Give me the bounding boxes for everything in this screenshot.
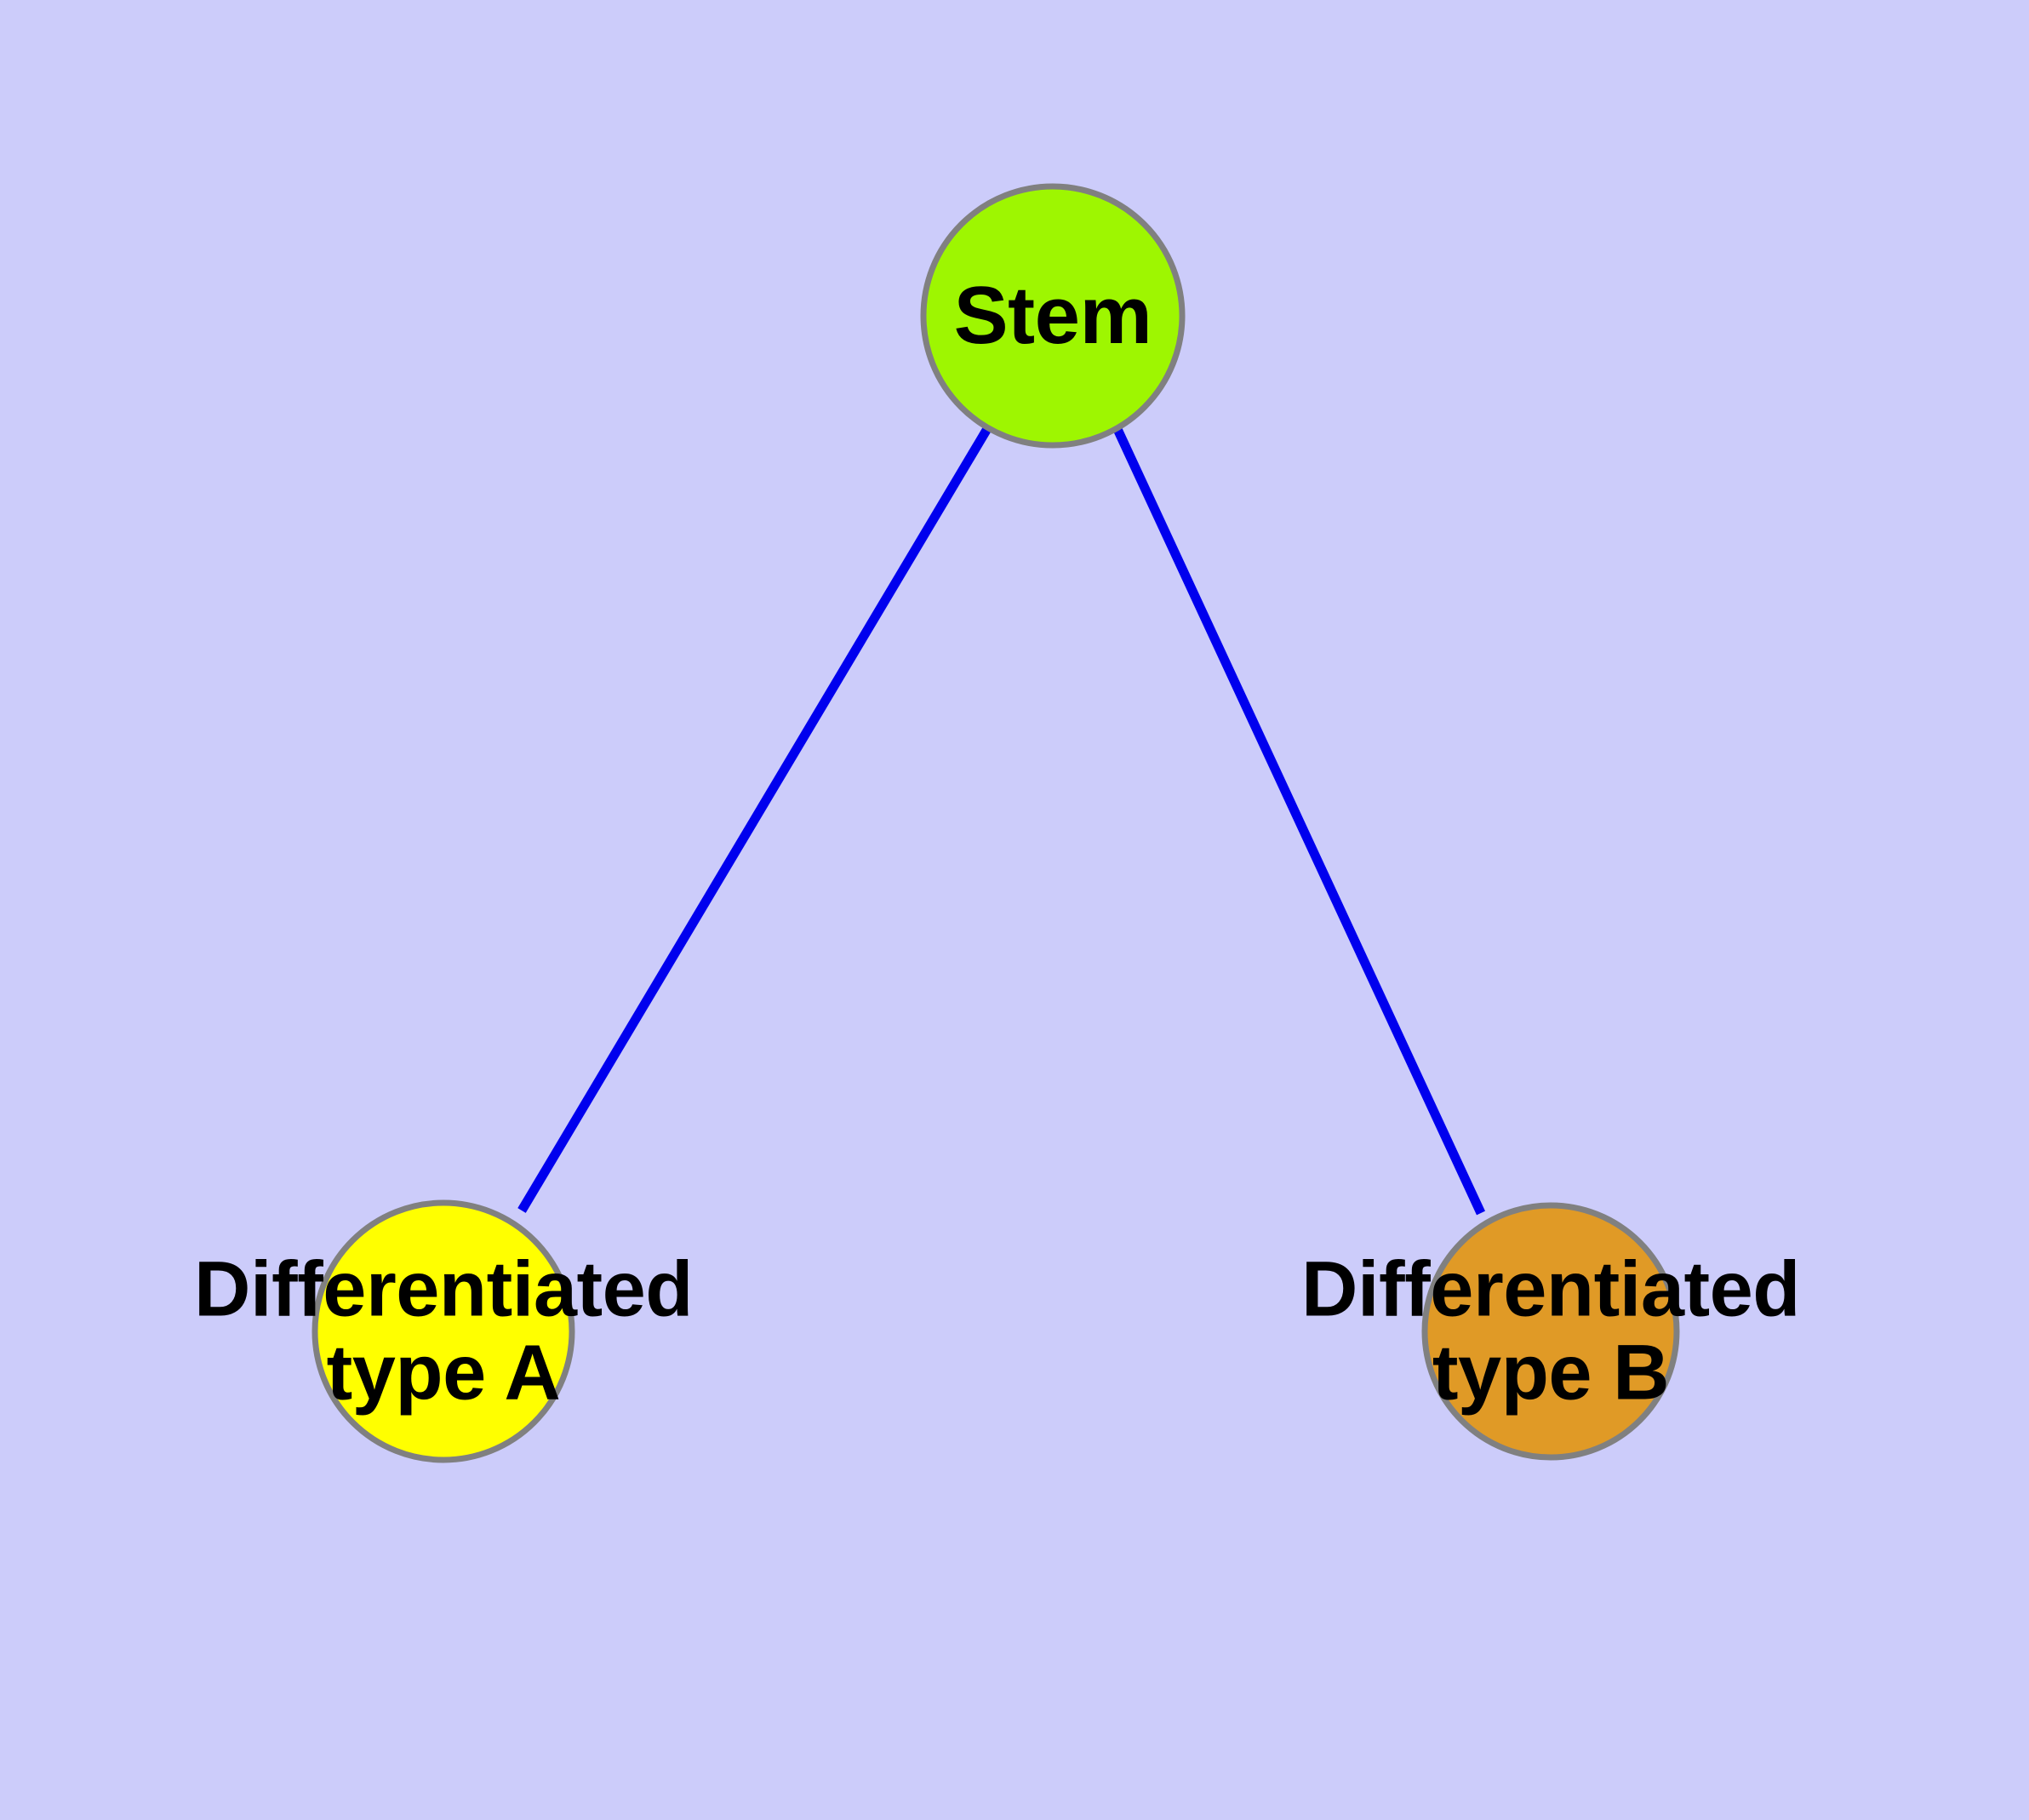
node-differentiated-type-b[interactable] <box>1421 1202 1680 1461</box>
node-stem[interactable] <box>920 183 1186 449</box>
edge-stem-to-differentiated-type-b[interactable] <box>1112 425 1485 1216</box>
edge-stem-to-differentiated-type-a[interactable] <box>517 425 992 1213</box>
node-differentiated-type-a[interactable] <box>311 1199 575 1463</box>
edge-layer <box>517 425 1485 1216</box>
node-layer <box>311 183 1680 1463</box>
